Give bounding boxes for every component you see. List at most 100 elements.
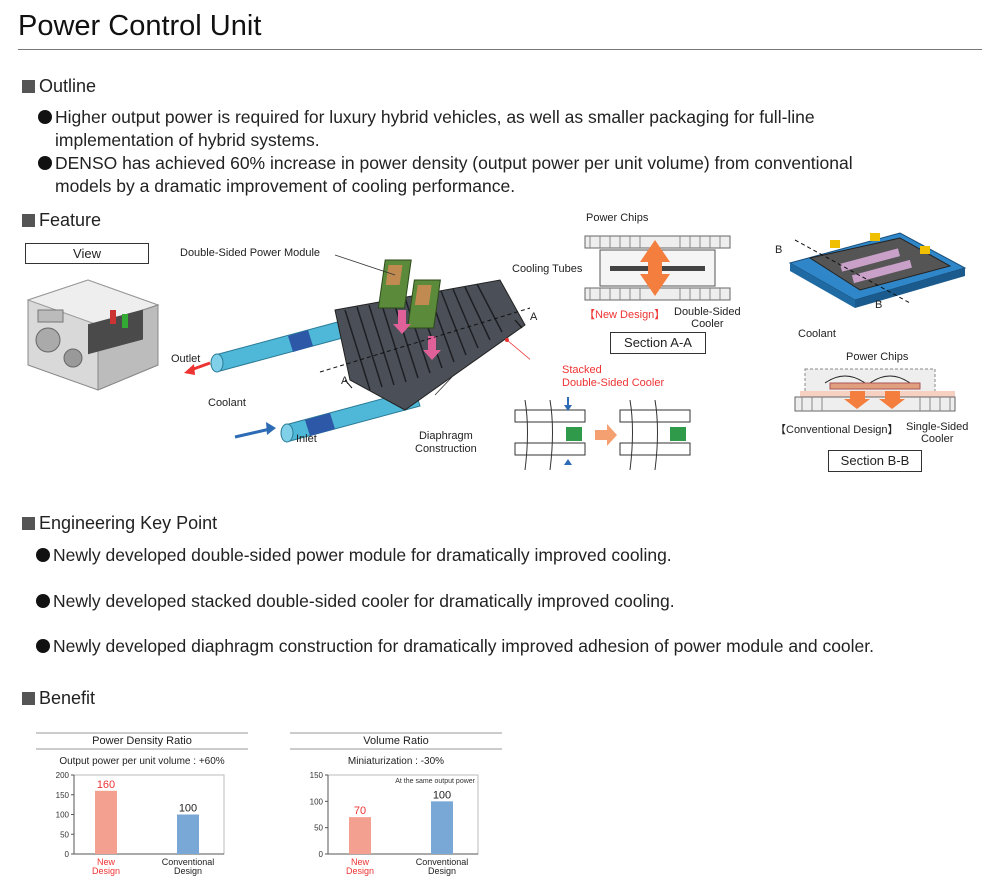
square-bullet-icon: [22, 214, 35, 227]
bullet-icon: [36, 639, 50, 653]
x-category-label: Design: [428, 866, 456, 876]
y-tick-label: 0: [319, 850, 324, 859]
diaphragm-detail: [514, 397, 691, 471]
section-aa-diagram: [584, 235, 731, 301]
insertion-arrow-icon: [423, 336, 441, 360]
process-arrow-icon: [595, 424, 617, 446]
inlet-arrow-icon: [234, 427, 271, 439]
bar-value-label: 160: [97, 779, 115, 791]
section-bb-cooler-line: Cooler: [920, 433, 954, 445]
bullet-icon: [38, 156, 52, 170]
y-tick-label: 0: [65, 850, 70, 859]
stacked-cooler-label-line: Double-Sided Cooler: [562, 377, 665, 389]
engineering-point: Newly developed double-sided power modul…: [36, 545, 672, 566]
double-sided-module-label: Double-Sided Power Module: [180, 247, 321, 259]
chart-note: At the same output power: [395, 778, 475, 785]
square-bullet-icon: [22, 517, 35, 530]
outline-heading: Outline: [22, 76, 96, 97]
chart-subtitle: Miniaturization : -30%: [348, 756, 444, 767]
page-title: Power Control Unit: [18, 10, 262, 42]
feature-heading-text: Feature: [39, 210, 102, 230]
section-aa-cooler-line: Cooler: [691, 318, 724, 330]
y-tick-label: 100: [56, 811, 70, 820]
conventional-module-illustration: [788, 232, 967, 308]
section-bb-power-chips: Power Chips: [846, 351, 909, 363]
diaphragm-label-line: Construction: [415, 443, 477, 455]
section-bb-label: Section B-B: [828, 450, 922, 472]
benefit-heading: Benefit: [22, 688, 95, 709]
feature-heading: Feature: [22, 210, 101, 231]
bar-value-label: 100: [179, 803, 197, 815]
square-bullet-icon: [22, 692, 35, 705]
section-mark-b: B: [775, 244, 783, 256]
section-aa-cooler-line: Double-Sided: [674, 306, 741, 318]
stacked-cooler-label-line: Stacked: [562, 364, 602, 376]
bar-value-label: 100: [433, 789, 451, 801]
y-tick-label: 150: [310, 771, 324, 780]
section-bb-diagram: [794, 368, 956, 412]
insertion-arrow-icon: [393, 310, 411, 334]
bar: [177, 814, 199, 854]
bar: [349, 817, 371, 854]
square-bullet-icon: [22, 80, 35, 93]
title-divider: [18, 49, 982, 50]
x-category-label: Conventional: [162, 857, 215, 867]
diaphragm-label-line: Diaphragm: [418, 430, 473, 442]
bar: [431, 801, 453, 854]
section-bb-cooler-line: Single-Sided: [906, 421, 969, 433]
benefit-heading-text: Benefit: [39, 688, 96, 708]
section-aa-label: Section A-A: [610, 332, 706, 354]
engineering-point: Newly developed diaphragm construction f…: [36, 636, 874, 657]
bar: [95, 790, 117, 854]
engineering-heading-text: Engineering Key Point: [39, 513, 218, 533]
section-aa-new-design: 【New Design】: [584, 309, 666, 321]
outline-text: Higher output power is required for luxu…: [55, 107, 815, 127]
coolant-label: Coolant: [208, 397, 246, 409]
section-mark-a: A: [341, 375, 349, 387]
section-mark-a: A: [530, 311, 538, 323]
bullet-icon: [36, 548, 50, 562]
section-bb-conventional: 【Conventional Design】: [775, 424, 899, 436]
engineering-point: Newly developed stacked double-sided coo…: [36, 591, 675, 612]
engineering-point-text: Newly developed diaphragm construction f…: [53, 636, 875, 656]
inlet-label: Inlet: [296, 433, 317, 445]
section-line-a: [319, 307, 530, 373]
stacked-cooler-illustration: [184, 254, 530, 443]
y-tick-label: 200: [56, 771, 70, 780]
engineering-point-text: Newly developed stacked double-sided coo…: [53, 591, 675, 611]
outlet-label: Outlet: [171, 353, 201, 365]
outline-item: Higher output power is required for luxu…: [38, 106, 988, 198]
y-tick-label: 150: [56, 791, 70, 800]
x-category-label: New: [97, 857, 116, 867]
pcu-photo: [26, 279, 160, 391]
chart-subtitle: Output power per unit volume : +60%: [59, 756, 224, 767]
bullet-icon: [38, 110, 52, 124]
engineering-point-text: Newly developed double-sided power modul…: [53, 545, 672, 565]
section-bb-coolant: Coolant: [798, 328, 836, 340]
outlet-pipe: [210, 319, 351, 373]
x-category-label: New: [351, 857, 370, 867]
outline-heading-text: Outline: [39, 76, 97, 96]
outline-text: implementation of hybrid systems.: [55, 130, 320, 150]
section-mark-b: B: [875, 299, 883, 311]
y-tick-label: 50: [60, 830, 69, 839]
view-label: View: [25, 243, 149, 264]
x-category-label: Conventional: [416, 857, 469, 867]
section-aa-cooling-tubes: Cooling Tubes: [512, 263, 583, 275]
x-category-label: Design: [174, 866, 202, 876]
inlet-pipe: [280, 389, 421, 443]
bullet-icon: [36, 594, 50, 608]
section-aa-power-chips: Power Chips: [586, 212, 649, 224]
x-category-label: Design: [92, 866, 120, 876]
engineering-heading: Engineering Key Point: [22, 513, 217, 534]
x-category-label: Design: [346, 866, 374, 876]
chart-title: Volume Ratio: [363, 735, 428, 747]
outline-text: DENSO has achieved 60% increase in power…: [55, 153, 853, 173]
y-tick-label: 50: [314, 824, 323, 833]
